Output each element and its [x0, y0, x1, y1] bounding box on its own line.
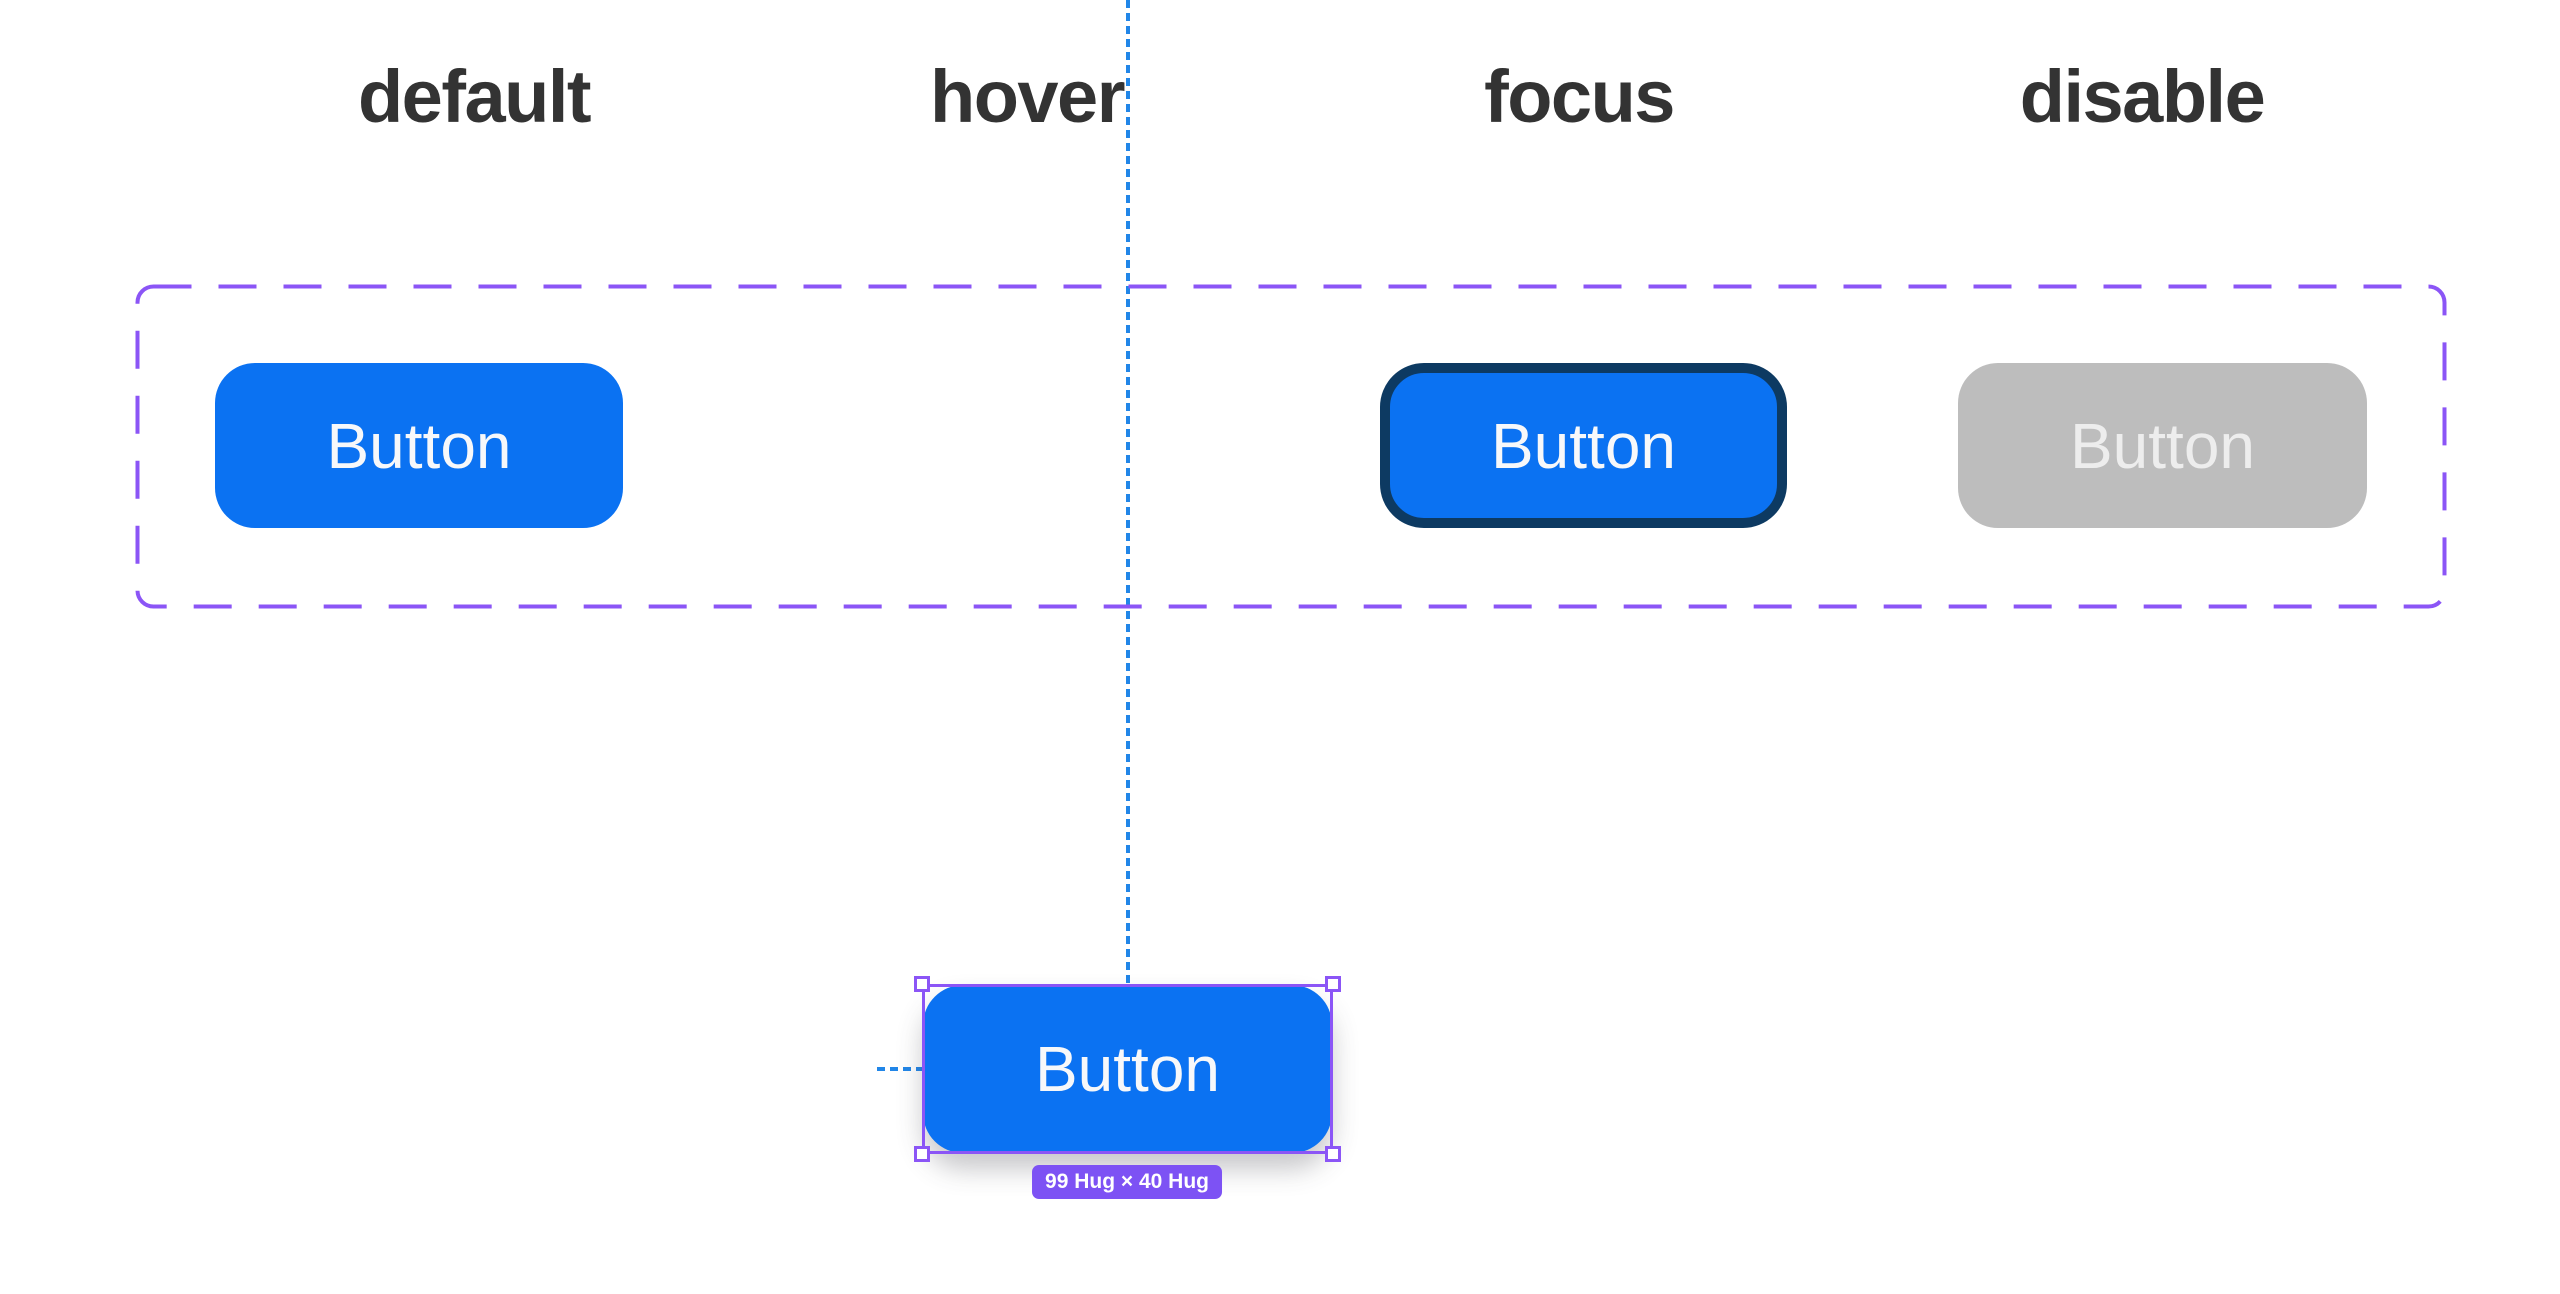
button-label: Button — [1034, 1033, 1221, 1105]
button-label: Button — [2069, 409, 2256, 482]
horizontal-alignment-guide — [877, 1067, 923, 1071]
resize-handle-bottom-right[interactable] — [1325, 1146, 1341, 1162]
button-label: Button — [326, 409, 512, 482]
state-header-hover: hover — [929, 55, 1126, 138]
button-label: Button — [1490, 409, 1677, 482]
selected-button-group[interactable]: Button — [914, 976, 1341, 1162]
state-header-focus: focus — [1484, 55, 1675, 138]
component-frame-outline — [135, 284, 2447, 609]
selection-size-badge: 99 Hug × 40 Hug — [1032, 1165, 1222, 1199]
button-hover-state-dragged[interactable]: Button — [923, 985, 1332, 1153]
state-header-disable: disable — [2019, 55, 2266, 138]
resize-handle-top-left[interactable] — [914, 976, 930, 992]
resize-handle-top-right[interactable] — [1325, 976, 1341, 992]
vertical-alignment-guide — [1126, 0, 1130, 986]
resize-handle-bottom-left[interactable] — [914, 1146, 930, 1162]
button-disabled-state[interactable]: Button — [1958, 363, 2367, 528]
button-default-state[interactable]: Button — [215, 363, 623, 528]
state-header-default: default — [357, 55, 592, 138]
button-focus-state[interactable]: Button — [1380, 363, 1787, 528]
